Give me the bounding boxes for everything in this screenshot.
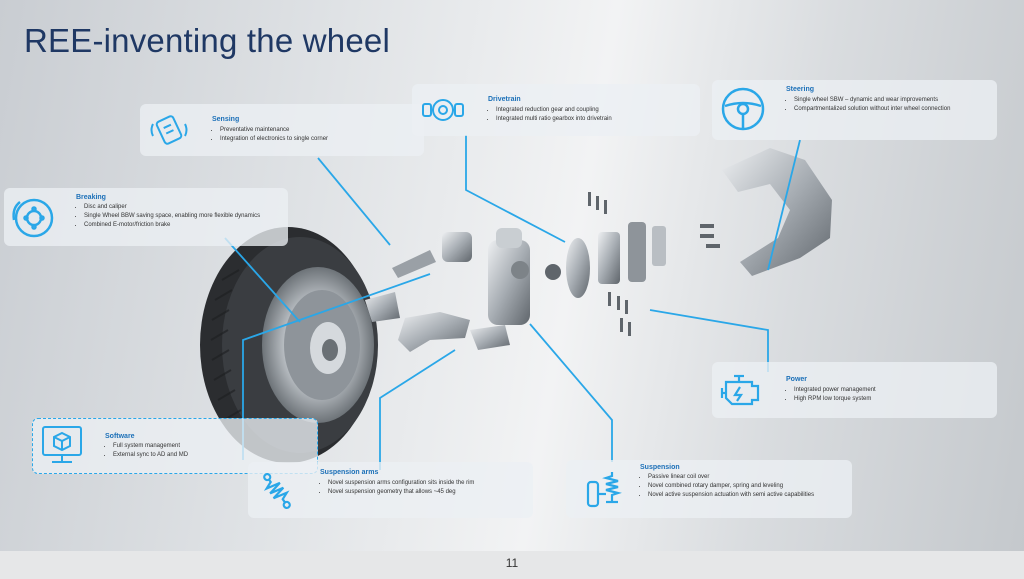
drivetrain-title: Drivetrain [488, 96, 521, 103]
software-title: Software [105, 433, 135, 440]
hub-disc-parts [545, 222, 666, 298]
list-item: Preventative maintenance [220, 126, 420, 135]
steering-bracket-part [722, 148, 832, 276]
drivetrain-callout: Drivetrain Integrated reduction gear and… [412, 84, 700, 136]
power-title: Power [786, 376, 808, 383]
list-item: Integrated power management [794, 386, 994, 395]
slide-footer-band [0, 551, 1024, 579]
page-number: 11 [505, 556, 519, 570]
sensing-title: Sensing [212, 116, 240, 123]
steering-list: Single wheel SBW – dynamic and wear impr… [786, 96, 959, 114]
list-item: Passive linear coil over [648, 473, 843, 482]
breaking-list: Disc and caliper Single Wheel BBW saving… [76, 203, 289, 230]
drivetrain-list: Integrated reduction gear and coupling I… [488, 106, 701, 124]
list-item: Full system management [113, 442, 313, 451]
suspension-title: Suspension [640, 464, 680, 471]
engine-icon [720, 374, 760, 406]
list-item: Novel suspension geometry that allows ~4… [328, 488, 508, 497]
sensing-list: Preventative maintenance Integration of … [212, 126, 420, 144]
suspension-arm-parts [365, 292, 510, 352]
fastener-parts [588, 192, 720, 336]
list-item: Novel suspension arms configuration sits… [328, 479, 508, 488]
list-item: Compartmentalized solution without inter… [794, 105, 959, 114]
list-item: High RPM low torque system [794, 395, 994, 404]
steering-callout: Steering Single wheel SBW – dynamic and … [712, 80, 997, 140]
suspension-arms-callout: Suspension arms Novel suspension arms co… [248, 462, 533, 518]
breaking-title: Breaking [76, 194, 106, 201]
sensor-chip-icon [150, 115, 188, 145]
list-item: Novel combined rotary damper, spring and… [648, 482, 843, 491]
brake-disc-icon [12, 198, 54, 238]
suspension-arms-title: Suspension arms [320, 469, 379, 476]
suspension-strut-icon [586, 472, 622, 508]
steering-title: Steering [786, 86, 815, 93]
suspension-arms-list: Novel suspension arms configuration sits… [320, 479, 508, 497]
suspension-callout: Suspension Passive linear coil over Nove… [566, 460, 852, 518]
list-item: Novel active suspension actuation with s… [648, 491, 843, 500]
power-list: Integrated power management High RPM low… [786, 386, 994, 404]
gearbox-icon [422, 99, 464, 121]
list-item: Integration of electronics to single cor… [220, 135, 420, 144]
list-item: External sync to AD and MD [113, 451, 313, 460]
power-callout: Power Integrated power management High R… [712, 362, 997, 418]
software-cube-icon [42, 426, 82, 463]
steering-wheel-icon [721, 87, 765, 131]
slide-title: REE-inventing the wheel [24, 22, 390, 59]
software-list: Full system management External sync to … [105, 442, 313, 460]
rim [262, 267, 374, 423]
list-item: Integrated multi ratio gearbox into driv… [496, 115, 701, 124]
suspension-list: Passive linear coil over Novel combined … [640, 473, 843, 500]
list-item: Single wheel SBW – dynamic and wear impr… [794, 96, 959, 105]
list-item: Combined E-motor/friction brake [84, 221, 289, 230]
breaking-callout: Breaking Disc and caliper Single Wheel B… [4, 188, 288, 246]
sensing-callout: Sensing Preventative maintenance Integra… [140, 104, 424, 156]
caliper-part [392, 232, 472, 278]
list-item: Integrated reduction gear and coupling [496, 106, 701, 115]
spring-damper-icon [263, 472, 291, 510]
list-item: Single Wheel BBW saving space, enabling … [84, 212, 289, 221]
list-item: Disc and caliper [84, 203, 289, 212]
upright-part [488, 228, 530, 325]
